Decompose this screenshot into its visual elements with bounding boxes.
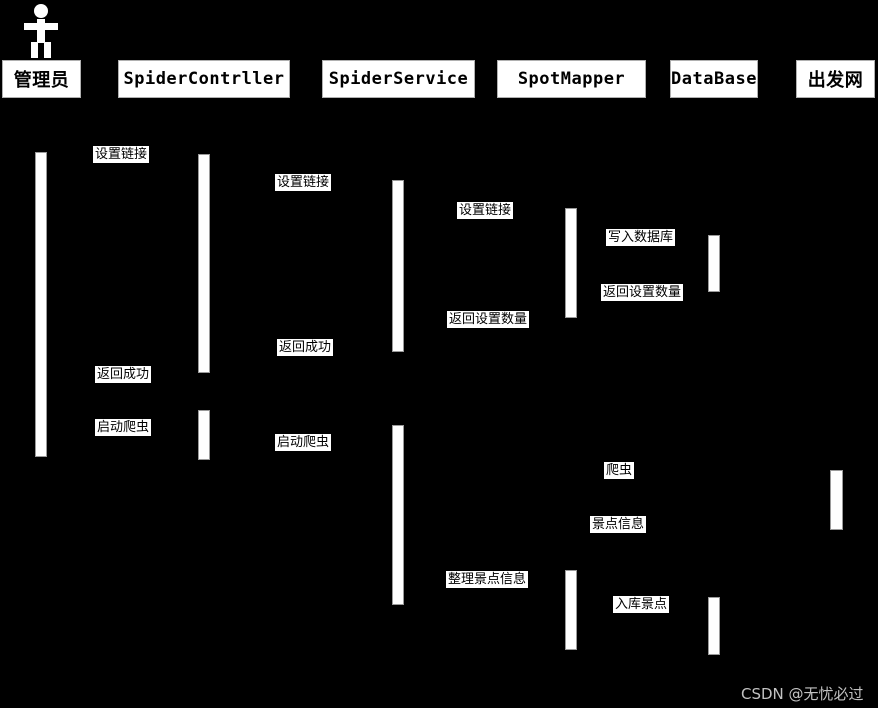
message-label-msg-10[interactable]: 启动爬虫 (275, 434, 332, 451)
message-label-msg-3[interactable]: 设置链接 (457, 202, 514, 219)
activation-bar-spider-contrller[interactable] (198, 410, 210, 460)
message-label-msg-1[interactable]: 设置链接 (93, 146, 150, 163)
message-label-msg-4[interactable]: 写入数据库 (606, 229, 676, 246)
participant-spot-mapper[interactable]: SpotMapper (497, 60, 646, 98)
activation-bar-spot-mapper[interactable] (565, 208, 577, 318)
participant-label: DataBase (671, 69, 757, 89)
participant-label: SpiderService (328, 69, 469, 89)
lifeline-chufa-net (836, 98, 837, 708)
actor-left-leg-icon (31, 42, 38, 58)
actor-right-leg-icon (44, 42, 51, 58)
message-label-msg-5[interactable]: 返回设置数量 (601, 284, 684, 301)
lifeline-database (714, 98, 715, 708)
message-label-msg-13[interactable]: 整理景点信息 (446, 571, 529, 588)
activation-bar-spider-service[interactable] (392, 425, 404, 605)
participant-label: SpotMapper (517, 69, 626, 89)
participant-chufa-net[interactable]: 出发网 (796, 60, 875, 98)
activation-bar-database[interactable] (708, 597, 720, 655)
activation-bar-spider-service[interactable] (392, 180, 404, 352)
message-label-msg-2[interactable]: 设置链接 (275, 174, 332, 191)
lifeline-spider-service (398, 98, 399, 708)
message-label-msg-9[interactable]: 启动爬虫 (95, 419, 152, 436)
message-label-msg-8[interactable]: 返回成功 (95, 366, 152, 383)
actor-body-icon (37, 19, 45, 43)
lifeline-spot-mapper (571, 98, 572, 708)
message-label-msg-7[interactable]: 返回成功 (277, 339, 334, 356)
participant-label: 出发网 (807, 70, 864, 91)
activation-bar-chufa-net[interactable] (830, 470, 843, 530)
participant-admin[interactable]: 管理员 (2, 60, 81, 98)
actor-stick-figure-icon (19, 4, 63, 58)
participant-label: SpiderContrller (123, 69, 285, 89)
activation-bar-database[interactable] (708, 235, 720, 292)
actor-head-icon (34, 4, 48, 18)
participant-spider-contrller[interactable]: SpiderContrller (118, 60, 290, 98)
participant-spider-service[interactable]: SpiderService (322, 60, 475, 98)
participant-label: 管理员 (13, 70, 70, 91)
message-label-msg-12[interactable]: 景点信息 (590, 516, 647, 533)
csdn-watermark: CSDN @无忧必过 (741, 685, 864, 703)
activation-bar-spot-mapper[interactable] (565, 570, 577, 650)
activation-bar-admin[interactable] (35, 152, 47, 457)
message-label-msg-14[interactable]: 入库景点 (613, 596, 670, 613)
lifeline-spider-contrller (204, 98, 205, 708)
message-label-msg-11[interactable]: 爬虫 (604, 462, 635, 479)
activation-bar-spider-contrller[interactable] (198, 154, 210, 373)
message-label-msg-6[interactable]: 返回设置数量 (447, 311, 530, 328)
participant-database[interactable]: DataBase (670, 60, 758, 98)
